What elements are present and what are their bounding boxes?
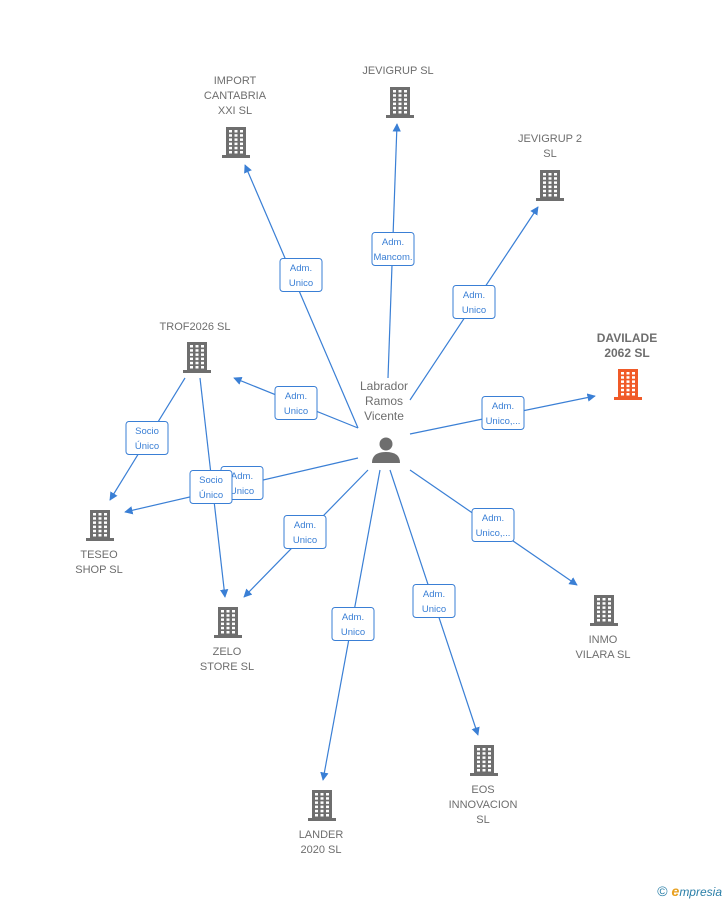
- edge-label-text: Unico: [341, 627, 365, 638]
- edge-label-box: [412, 584, 456, 618]
- building-icon: [214, 607, 242, 638]
- edge-label-box: [283, 515, 327, 549]
- edge-label-e_davilade[interactable]: Adm. Unico,...: [481, 396, 525, 430]
- edge-label-text: Unico,...: [476, 528, 511, 539]
- building-icon: [614, 369, 642, 400]
- company-label: TESEO: [80, 549, 118, 561]
- edge-label-text: Unico: [422, 604, 446, 615]
- edge-label-text: Unico: [284, 406, 308, 417]
- company-node-eos[interactable]: EOS INNOVACION SL: [449, 745, 518, 826]
- company-node-trof2026[interactable]: TROF2026 SL: [160, 321, 231, 373]
- edge-label-box: [189, 470, 233, 504]
- company-label: LANDER: [299, 829, 344, 841]
- edge-label-text: Adm.: [463, 290, 485, 301]
- edge-label-e_trof[interactable]: Adm. Unico: [274, 386, 318, 420]
- company-label: IMPORT: [214, 75, 257, 87]
- edge-label-box: [274, 386, 318, 420]
- company-label: VILARA SL: [575, 649, 630, 661]
- edge-label-box: [452, 285, 496, 319]
- edge-label-text: Adm.: [342, 612, 364, 623]
- edge-label-box: [331, 607, 375, 641]
- edge-label-text: Adm.: [382, 237, 404, 248]
- building-icon: [470, 745, 498, 776]
- edge-line-e_import: [244, 164, 359, 429]
- company-node-jevigrup2[interactable]: JEVIGRUP 2 SL: [518, 133, 582, 201]
- edge-label-text: Adm.: [231, 471, 253, 482]
- edge-label-text: Adm.: [294, 520, 316, 531]
- edge-label-text: Adm.: [423, 589, 445, 600]
- company-node-jevigrup[interactable]: JEVIGRUP SL: [362, 65, 434, 118]
- copyright-icon: ©: [657, 883, 668, 899]
- edge-label-e_jevigrup2[interactable]: Adm. Unico: [452, 285, 496, 319]
- edge-label-text: Único: [199, 490, 223, 501]
- edge-label-text: Socio: [199, 475, 223, 486]
- edge-label-e_jevigrup[interactable]: Adm. Mancom.: [371, 232, 415, 266]
- company-label: DAVILADE: [597, 331, 657, 345]
- company-label: INNOVACION: [449, 799, 518, 811]
- edge-label-text: Unico: [462, 305, 486, 316]
- edge-label-box: [125, 421, 169, 455]
- company-node-import_cantabria[interactable]: IMPORT CANTABRIA XXI SL: [204, 75, 267, 158]
- company-label: INMO: [589, 634, 618, 646]
- building-icon: [386, 87, 414, 118]
- company-label: SHOP SL: [75, 564, 123, 576]
- company-label: TROF2026 SL: [160, 321, 231, 333]
- company-node-zelo[interactable]: ZELO STORE SL: [200, 607, 254, 673]
- edge-label-e_import[interactable]: Adm. Unico: [279, 258, 323, 292]
- company-label: SL: [476, 814, 489, 826]
- person-label: Ramos: [365, 394, 403, 408]
- edge-label-e_lander[interactable]: Adm. Unico: [331, 607, 375, 641]
- company-label: SL: [543, 148, 556, 160]
- edge-label-e_inmo[interactable]: Adm. Unico,...: [471, 508, 515, 542]
- person-label: Vicente: [364, 409, 404, 423]
- edge-label-text: Único: [135, 441, 159, 452]
- company-node-inmo[interactable]: INMO VILARA SL: [575, 595, 631, 661]
- company-label: JEVIGRUP SL: [362, 65, 433, 77]
- edge-label-text: Unico: [230, 486, 254, 497]
- edge-label-e_eos[interactable]: Adm. Unico: [412, 584, 456, 618]
- company-node-lander[interactable]: LANDER 2020 SL: [299, 790, 344, 856]
- edge-label-text: Adm.: [492, 401, 514, 412]
- company-label: JEVIGRUP 2: [518, 133, 582, 145]
- company-label: ZELO: [213, 646, 242, 658]
- edge-label-text: Unico: [289, 278, 313, 289]
- brand-logo: empresia: [671, 883, 722, 899]
- company-label: XXI SL: [218, 105, 252, 117]
- edge-label-text: Mancom.: [373, 252, 412, 263]
- edge-label-text: Adm.: [290, 263, 312, 274]
- edge-label-box: [471, 508, 515, 542]
- building-icon: [590, 595, 618, 626]
- company-label: 2062 SL: [604, 346, 649, 360]
- building-icon: [536, 170, 564, 201]
- person-icon: [372, 437, 400, 463]
- edge-label-text: Unico: [293, 535, 317, 546]
- edge-label-box: [371, 232, 415, 266]
- building-icon: [222, 127, 250, 158]
- edge-label-box: [279, 258, 323, 292]
- edge-label-text: Socio: [135, 426, 159, 437]
- edge-label-box: [481, 396, 525, 430]
- company-label: 2020 SL: [301, 844, 342, 856]
- edge-label-text: Unico,...: [486, 416, 521, 427]
- company-node-teseo[interactable]: TESEO SHOP SL: [75, 510, 123, 576]
- edge-label-text: Adm.: [482, 513, 504, 524]
- building-icon: [86, 510, 114, 541]
- company-label: STORE SL: [200, 661, 254, 673]
- building-icon: [183, 342, 211, 373]
- footer-brand: © empresia: [657, 883, 722, 899]
- company-label: CANTABRIA: [204, 90, 267, 102]
- building-icon: [308, 790, 336, 821]
- person-label: Labrador: [360, 379, 408, 393]
- edge-label-e_zelo[interactable]: Adm. Unico: [283, 515, 327, 549]
- company-label: EOS: [471, 784, 494, 796]
- edge-label-text: Adm.: [285, 391, 307, 402]
